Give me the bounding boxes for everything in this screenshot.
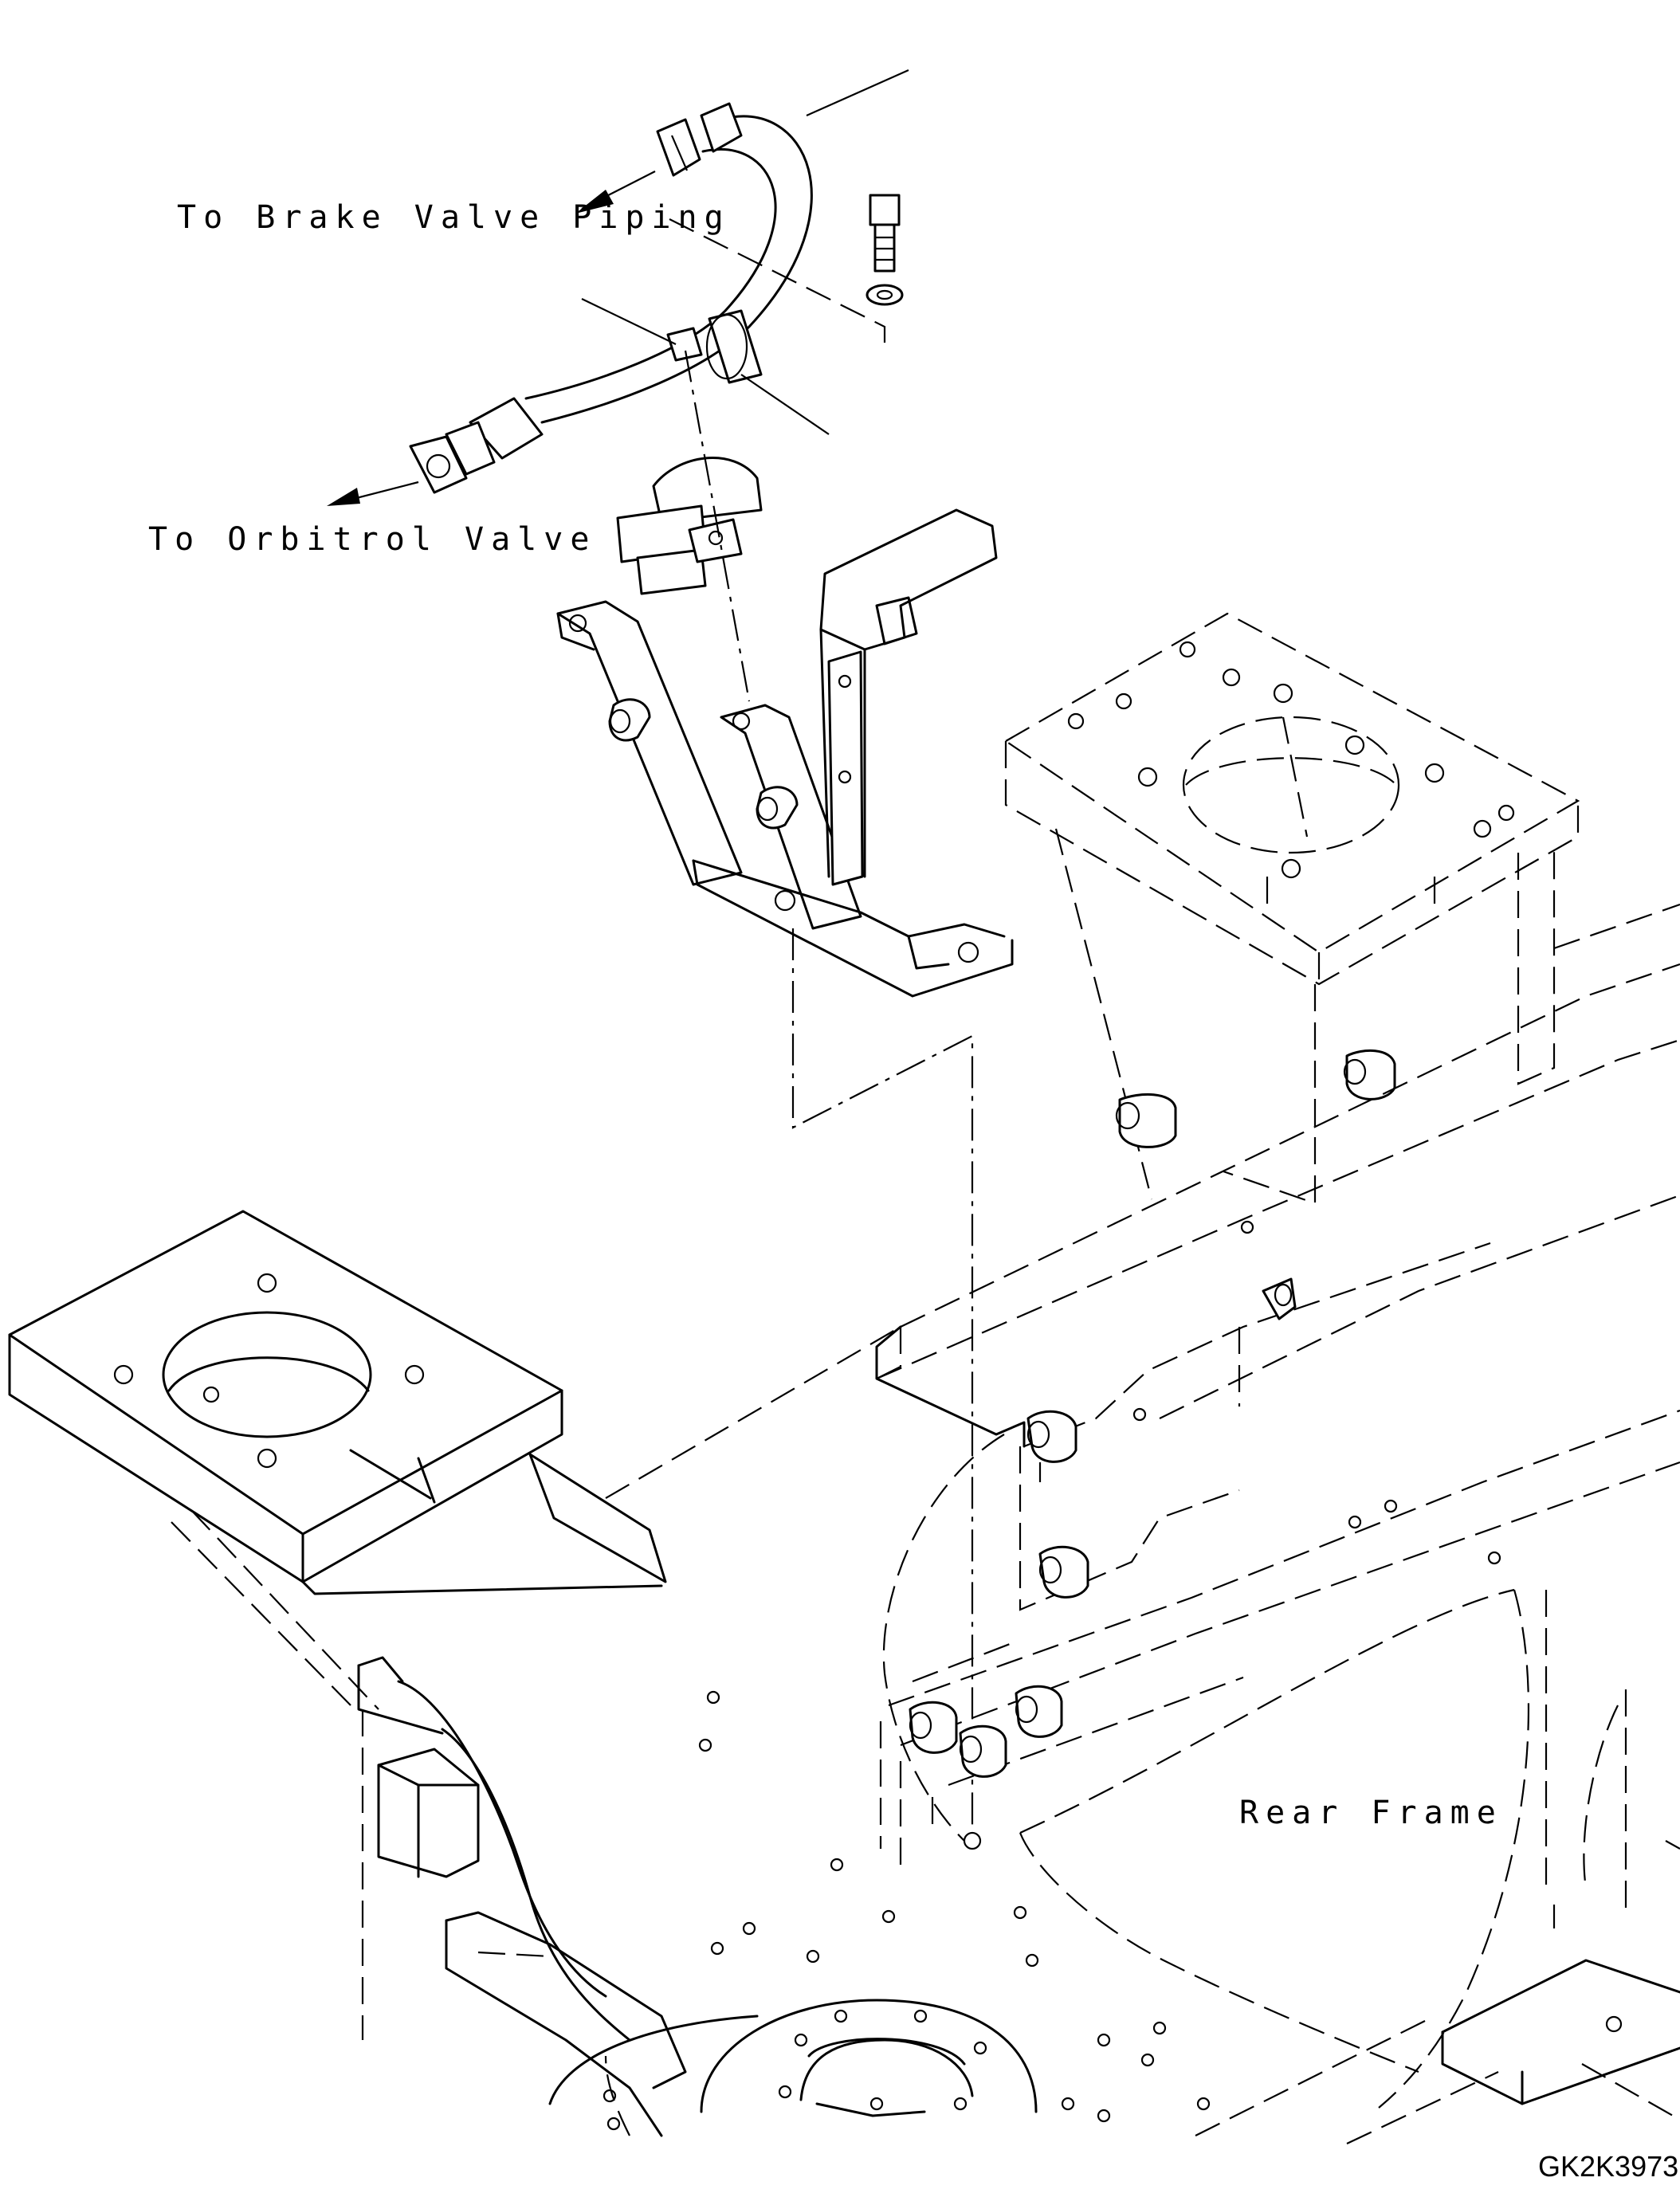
hose-clip — [616, 350, 763, 702]
pedal-bracket — [556, 508, 1014, 1850]
label-to-brake-valve: To Brake Valve Piping — [177, 199, 731, 236]
arrow-to-brake-valve — [575, 171, 656, 214]
hose-clamp — [581, 298, 830, 435]
rear-frame — [875, 963, 1680, 2121]
drawing-code: GK2K3973 — [1538, 2150, 1679, 2183]
bolt-icon — [669, 194, 904, 343]
right-mount-block — [1003, 612, 1680, 1205]
left-mount-block — [8, 1210, 667, 1710]
lower-frame — [357, 1656, 1499, 2144]
label-to-orbitrol-valve: To Orbitrol Valve — [148, 521, 597, 558]
arrow-to-orbitrol-valve — [327, 481, 419, 506]
hydraulic-hose — [409, 69, 909, 494]
label-rear-frame: Rear Frame — [1239, 1795, 1503, 1831]
